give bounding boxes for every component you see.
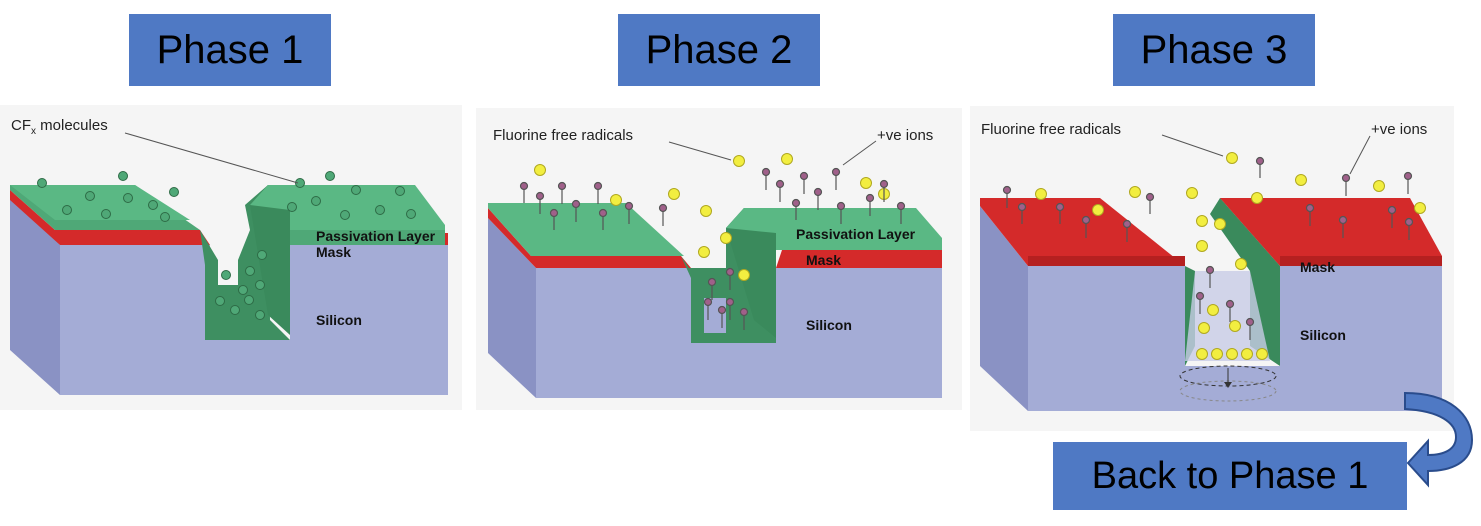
mask-label: Mask <box>1300 259 1335 275</box>
ions-label: +ve ions <box>877 127 933 144</box>
phase-2-diagram: Fluorine free radicals +ve ions Passivat… <box>476 108 962 410</box>
phase-1-diagram: CFx molecules Passivation Layer Mask Sil… <box>0 105 462 410</box>
radicals-label: Fluorine free radicals <box>981 121 1121 138</box>
passivation-label: Passivation Layer <box>316 228 436 244</box>
passivation-label: Passivation Layer <box>796 226 916 242</box>
phase-3-diagram: Fluorine free radicals +ve ions Mask Sil… <box>970 106 1454 431</box>
mask-label: Mask <box>316 244 351 260</box>
mask-label: Mask <box>806 252 841 268</box>
phase-1-title: Phase 1 <box>129 14 331 86</box>
back-to-phase-1-button[interactable]: Back to Phase 1 <box>1053 442 1407 510</box>
cfx-label: CFx molecules <box>11 117 108 137</box>
phase-2-title: Phase 2 <box>618 14 820 86</box>
radicals-label: Fluorine free radicals <box>493 127 633 144</box>
silicon-label: Silicon <box>316 312 362 328</box>
return-arrow-icon <box>1404 391 1474 488</box>
silicon-label: Silicon <box>1300 327 1346 343</box>
silicon-label: Silicon <box>806 317 852 333</box>
ions-label: +ve ions <box>1371 121 1427 138</box>
phase-3-title: Phase 3 <box>1113 14 1315 86</box>
